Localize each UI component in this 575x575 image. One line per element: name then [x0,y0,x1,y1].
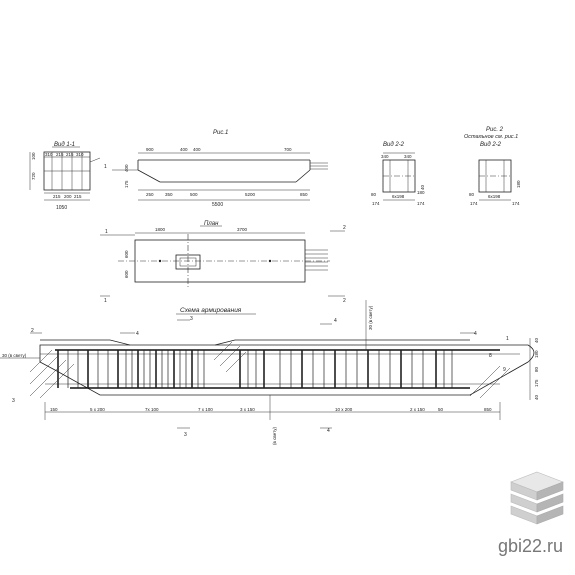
fig1-dim-6: 350 [165,192,173,197]
view-1-1-title: Вид 1-1 [54,142,75,148]
view-1-1: Вид 1-1 310 215 215 310 1050 215 200 215… [29,142,101,211]
v22-dim-5: 6x198 [392,194,405,199]
v22b-dim-2: 6x198 [488,194,501,199]
site-url[interactable]: gbi22.ru [497,536,563,556]
plan-title: План [204,221,219,227]
reinforcement-scheme: Схема армирования 150 5 x 200 7x 100 7 [0,300,539,445]
v22b-dim-1: 174 [470,201,478,206]
scheme-mid-label: (в свету) [272,427,277,445]
v22-dim-6: 180 [417,190,425,195]
v11-dim-3: 215 [66,152,74,157]
v11-dim-7: 200 [64,194,72,199]
plan-dim-3: 600 [124,250,129,258]
scheme-dim-5: 3 x 150 [240,407,255,412]
scheme-rdim-1: 40 [534,337,539,343]
fig-1: Рис.1 900 400 400 700 250 350 500 5200 8… [104,130,328,208]
scheme-dim-7: 2 x 150 [410,407,425,412]
v11-dim-4: 310 [76,152,84,157]
v22-dim-3: 80 [371,192,377,197]
scheme-left-label: 30 (в свету) [2,353,27,358]
scheme-mark-8: 8 [489,353,492,359]
scheme-mark-1: 1 [506,336,509,342]
fig1-dim-2: 400 [180,147,188,152]
scheme-mark-3b: 3 [12,398,15,404]
fig-2-note: Остальное см. рис.1 [464,134,518,140]
scheme-top-label: 30 (в свету) [368,305,373,330]
v11-dim-2: 215 [56,152,64,157]
scheme-mark-4d: 4 [327,428,330,434]
v11-dim-top: 100 [31,152,36,160]
fig1-dim-5: 250 [146,192,154,197]
plan-mark-2: 2 [343,225,346,231]
scheme-dim-2: 5 x 200 [90,407,105,412]
fig-1-title: Рис.1 [213,130,228,136]
v11-dim-6: 215 [53,194,61,199]
v22-dim-7: 174 [417,201,425,206]
scheme-dim-9: 850 [484,407,492,412]
scheme-dim-6: 10 x 200 [335,407,353,412]
plan-view: План 1800 3700 600 600 1 2 1 2 [100,221,346,304]
plan-dim-2: 3700 [237,227,248,232]
plan-mark-2b: 2 [343,298,346,304]
fig-2-title: Рис. 2 [486,127,504,133]
v22-dim-4: 174 [372,201,380,206]
scheme-mark-3: 3 [190,316,193,322]
view-2-2-title: Вид 2-2 [383,142,405,148]
fig-2-view: Вид 2-2 [480,142,502,148]
stirrups [57,350,453,388]
v11-dim-total: 1050 [56,205,67,211]
fig1-dim-total: 5500 [212,202,223,208]
scheme-mark-4: 4 [136,331,139,337]
scheme-dim-3: 7x 100 [145,407,159,412]
scheme-rdim-2: 180 [534,350,539,358]
fig1-dim-1: 900 [146,147,154,152]
fig1-dim-h2: 400 [124,164,129,172]
scheme-dim-1: 150 [50,407,58,412]
scheme-rdim-4: 175 [534,379,539,387]
fig1-dim-7: 500 [190,192,198,197]
site-logo [510,471,564,525]
scheme-dim-4: 7 x 100 [198,407,213,412]
scheme-dim-8: 50 [438,407,444,412]
v22-dim-8: 40 [420,184,425,190]
fig1-dim-3: 400 [193,147,201,152]
plan-mark-1: 1 [105,229,108,235]
scheme-mark-4c: 4 [474,331,477,337]
scheme-mark-2: 2 [31,328,34,334]
v22b-dim-5: 180 [516,180,521,188]
scheme-rdim-3: 80 [534,366,539,372]
v11-dim-8: 215 [74,194,82,199]
fig-2: Рис. 2 Остальное см. рис.1 Вид 2-2 174 6… [464,127,521,206]
plan-dim-4: 600 [124,270,129,278]
view-2-2: Вид 2-2 340 340 80 174 6x198 180 174 40 [371,142,425,206]
v22b-dim-3: 174 [512,201,520,206]
v22-dim-2: 340 [404,154,412,159]
v11-dim-height: 720 [31,172,36,180]
v11-dim-1: 310 [45,152,53,157]
fig1-dim-8: 5200 [245,192,256,197]
v22-dim-1: 340 [381,154,389,159]
plan-dim-1: 1800 [155,227,166,232]
plan-mark-1b: 1 [104,298,107,304]
fig1-dim-h1: 175 [124,180,129,188]
fig1-mark-1: 1 [104,164,107,170]
v22b-dim-4: 80 [469,192,475,197]
fig1-dim-4: 700 [284,147,292,152]
scheme-mark-4b: 4 [334,318,337,324]
scheme-mark-9: 9 [503,367,506,373]
scheme-title: Схема армирования [180,307,242,314]
fig1-dim-9: 850 [300,192,308,197]
scheme-mark-3c: 3 [184,432,187,438]
scheme-rdim-5: 40 [534,394,539,400]
